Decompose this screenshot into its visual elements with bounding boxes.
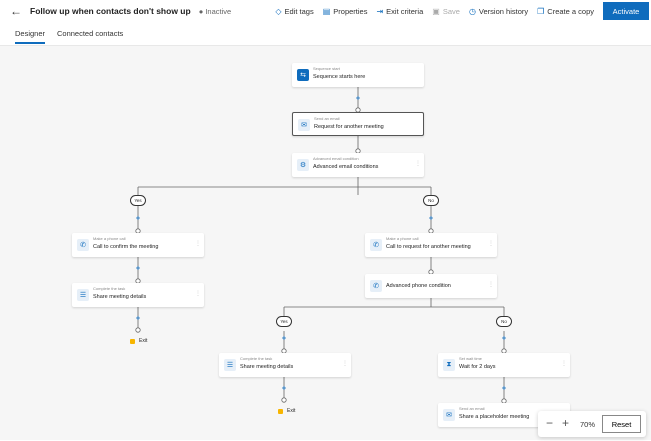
more-icon[interactable]: ⋮ [342, 361, 348, 367]
save-button[interactable]: ▣Save [432, 7, 460, 16]
branch-yes[interactable]: Yes [276, 316, 292, 327]
task-icon: ☰ [224, 359, 236, 371]
exit-node: Exit [130, 338, 147, 344]
node-label: Call to request for another meeting [386, 244, 471, 250]
node-type: Set wait time [459, 356, 482, 361]
node-type: Sequence start [313, 66, 340, 71]
exit-node: Exit [278, 408, 295, 414]
header-left: ← Follow up when contacts don't show up … [10, 4, 231, 18]
save-icon: ▣ [432, 6, 440, 16]
node-phone-condition[interactable]: ✆ Advanced phone condition ⋮ [365, 274, 497, 298]
page-title: Follow up when contacts don't show up [30, 6, 191, 16]
sequence-start-icon: ⇆ [297, 69, 309, 81]
create-copy-button[interactable]: ❐Create a copy [537, 7, 594, 16]
node-label: Request for another meeting [314, 124, 384, 130]
tab-connected-contacts[interactable]: Connected contacts [57, 29, 124, 38]
branch-no[interactable]: No [423, 195, 439, 206]
node-type: Advanced email condition [313, 156, 359, 161]
label: Exit criteria [386, 6, 424, 16]
branch-yes[interactable]: Yes [130, 195, 146, 206]
label: Save [442, 6, 460, 16]
label: Version history [478, 6, 529, 16]
exit-icon [130, 338, 135, 344]
tag-icon: ◇ [275, 6, 282, 16]
reset-zoom-button[interactable]: Reset [602, 415, 641, 433]
node-label: Sequence starts here [313, 74, 366, 80]
wait-icon: ⧗ [443, 359, 455, 371]
toolbar: ◇Edit tags ▤Properties ⇥Exit criteria ▣S… [275, 2, 649, 20]
more-icon[interactable]: ⋮ [195, 291, 201, 297]
more-icon[interactable]: ⋮ [415, 161, 421, 167]
zoom-out-button[interactable]: − [546, 416, 554, 430]
phone-icon: ✆ [77, 239, 89, 251]
more-icon[interactable]: ⋮ [561, 361, 567, 367]
header: ← Follow up when contacts don't show up … [0, 0, 651, 22]
more-icon[interactable]: ⋮ [488, 241, 494, 247]
exit-label: Exit [287, 408, 296, 414]
node-label: Wait for 2 days [459, 364, 496, 370]
copy-icon: ❐ [537, 6, 545, 16]
node-label: Call to confirm the meeting [93, 244, 159, 250]
phone-icon: ✆ [370, 239, 382, 251]
label: Create a copy [547, 6, 594, 16]
more-icon[interactable]: ⋮ [195, 241, 201, 247]
zoom-level: 70% [580, 420, 596, 429]
task-icon: ☰ [77, 289, 89, 301]
node-type: Complete the task [93, 286, 126, 291]
node-label: Share meeting details [240, 364, 294, 370]
exit-criteria-button[interactable]: ⇥Exit criteria [376, 7, 423, 16]
zoom-controls: − + 70% Reset [538, 411, 646, 437]
node-type: Make a phone call [93, 236, 126, 241]
node-type: Complete the task [240, 356, 273, 361]
properties-button[interactable]: ▤Properties [323, 7, 368, 16]
node-type: Send an email [459, 406, 485, 411]
node-type: Make a phone call [386, 236, 419, 241]
more-icon[interactable]: ⋮ [488, 282, 494, 288]
zoom-in-button[interactable]: + [562, 416, 570, 430]
status-text: Inactive [205, 6, 232, 16]
email-icon: ✉ [298, 119, 310, 131]
flow-connectors [135, 86, 507, 404]
node-type: Send an email [314, 116, 340, 121]
exit-icon: ⇥ [376, 6, 384, 16]
exit-icon [278, 408, 283, 414]
version-history-button[interactable]: ◷Version history [469, 7, 528, 16]
exit-label: Exit [139, 338, 148, 344]
document-icon: ▤ [322, 6, 331, 16]
status-badge: ● Inactive [198, 6, 232, 16]
label: Properties [333, 6, 368, 16]
history-icon: ◷ [468, 6, 476, 16]
label: Edit tags [284, 6, 314, 16]
tab-designer[interactable]: Designer [15, 29, 46, 44]
email-icon: ✉ [443, 409, 455, 421]
node-label: Advanced phone condition [386, 282, 451, 289]
back-arrow-icon[interactable]: ← [10, 4, 22, 18]
node-label: Advanced email conditions [313, 164, 379, 170]
condition-icon: ⚙ [297, 159, 309, 171]
branch-no[interactable]: No [496, 316, 512, 327]
phone-condition-icon: ✆ [370, 280, 382, 292]
node-label: Share a placeholder meeting [459, 414, 530, 420]
edit-tags-button[interactable]: ◇Edit tags [275, 7, 313, 16]
activate-button[interactable]: Activate [603, 2, 649, 20]
node-label: Share meeting details [93, 294, 147, 300]
